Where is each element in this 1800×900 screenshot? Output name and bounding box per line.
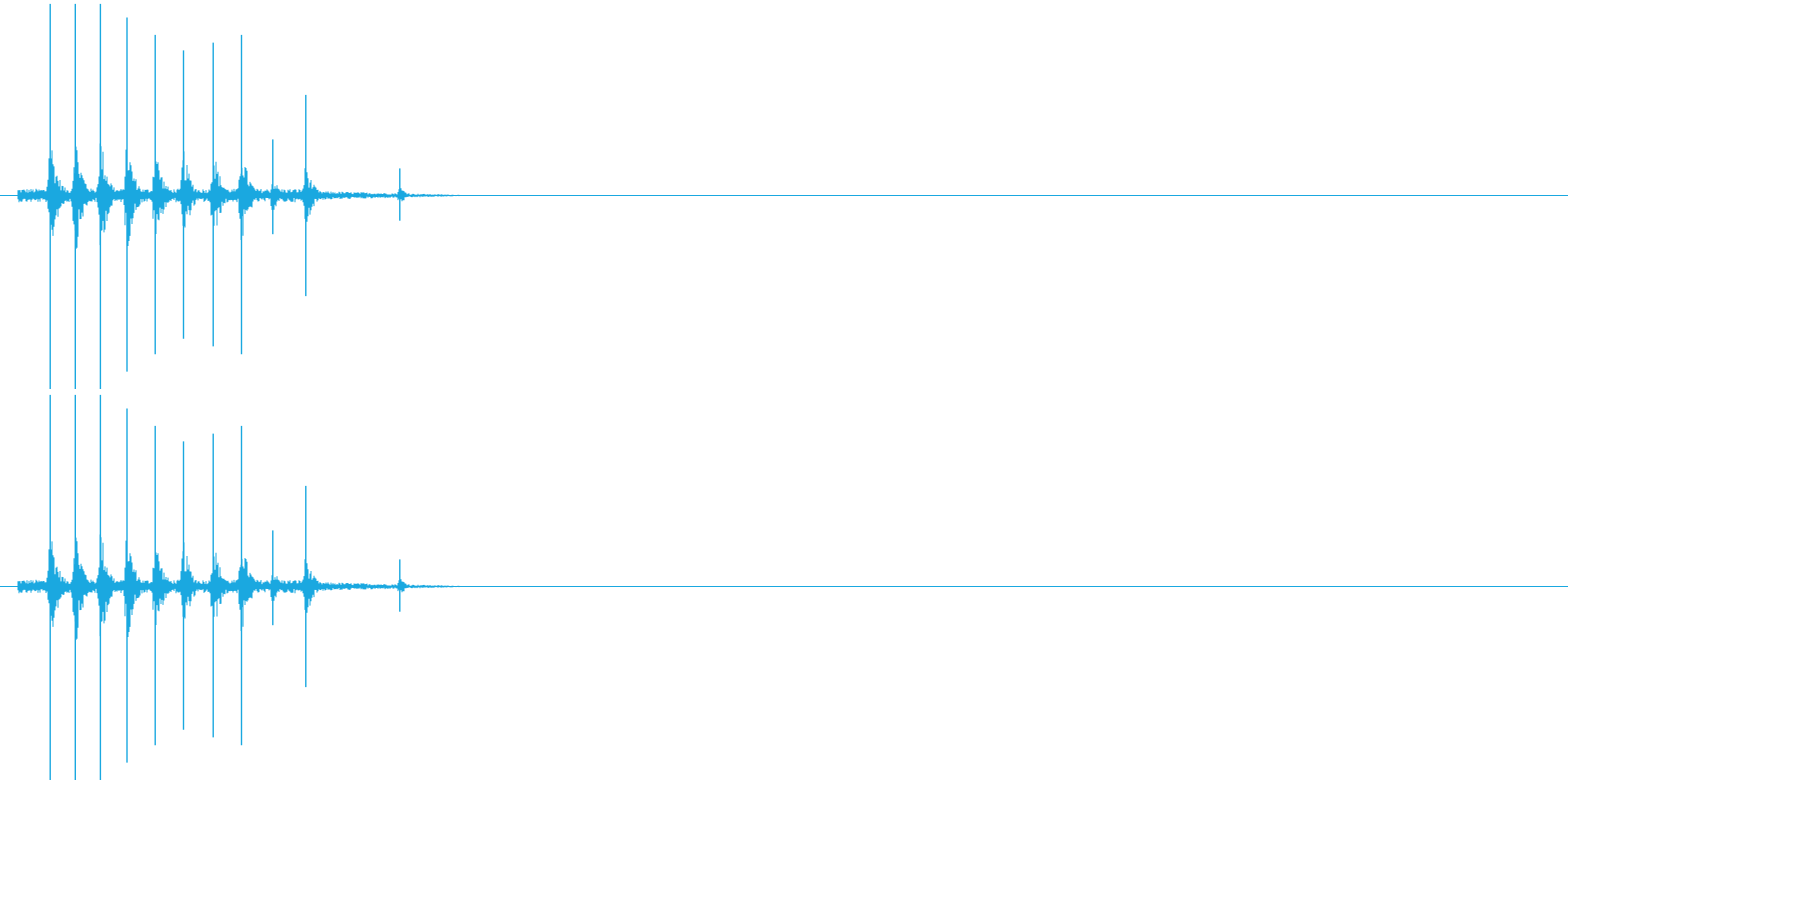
waveform-view[interactable]	[0, 0, 1568, 782]
waveform-body	[17, 534, 460, 640]
waveform-body	[17, 143, 460, 249]
waveform-channel-1[interactable]	[0, 3, 1568, 389]
waveform-background	[0, 0, 1568, 782]
waveform-channel-2[interactable]	[0, 394, 1568, 780]
waveform-canvas[interactable]	[0, 0, 1568, 782]
